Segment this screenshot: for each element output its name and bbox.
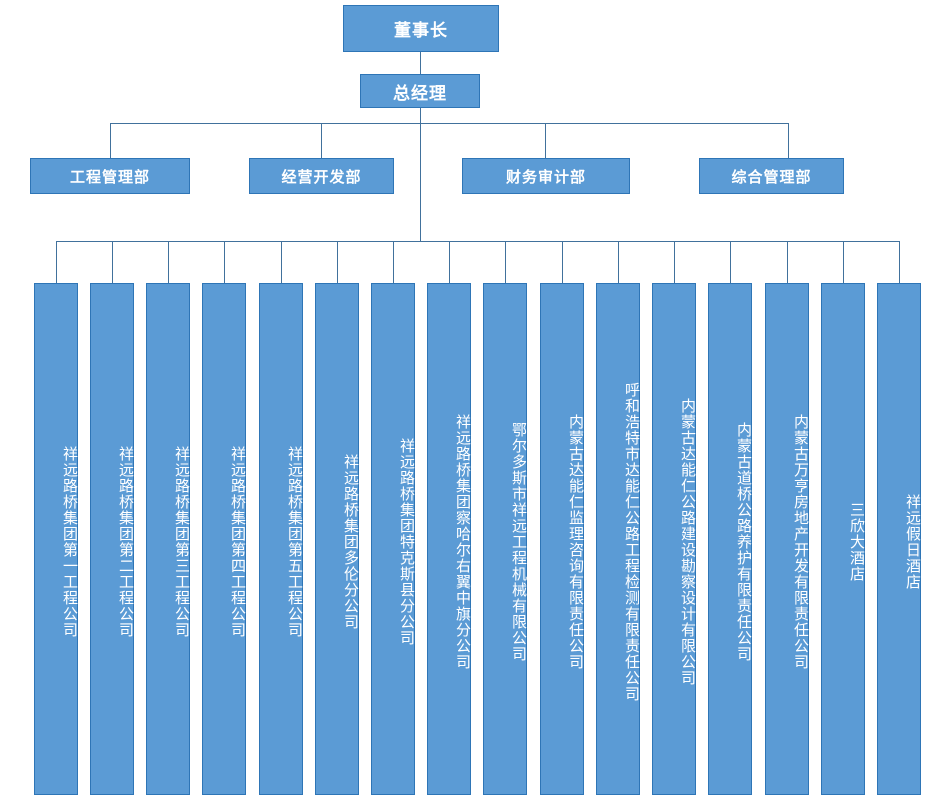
node-department-label: 财务审计部: [505, 167, 586, 186]
connector-drop-sub-3: [168, 241, 169, 283]
node-general-manager-label: 总经理: [393, 83, 447, 104]
node-subsidiary-4[interactable]: 祥远路桥集团第四工程公司: [202, 283, 247, 795]
node-subsidiary-14[interactable]: 内蒙古万亨房地产开发有限责任公司: [765, 283, 810, 795]
connector-drop-sub-4: [224, 241, 225, 283]
connector-department-bus: [110, 123, 788, 124]
connector-drop-sub-8: [449, 241, 450, 283]
node-subsidiary-label: 祥远路桥集团第五工程公司: [286, 446, 304, 638]
node-department-finance-audit[interactable]: 财务审计部: [462, 158, 630, 194]
connector-drop-sub-11: [618, 241, 619, 283]
connector-drop-sub-12: [674, 241, 675, 283]
node-subsidiary-label: 祥远假日酒店: [904, 494, 922, 590]
node-chairman[interactable]: 董事长: [343, 5, 499, 52]
connector-drop-sub-5: [281, 241, 282, 283]
connector-drop-sub-7: [393, 241, 394, 283]
node-department-business-development[interactable]: 经营开发部: [249, 158, 394, 194]
node-subsidiary-15[interactable]: 三欣大酒店: [821, 283, 866, 795]
connector-drop-sub-6: [337, 241, 338, 283]
connector-drop-sub-16: [899, 241, 900, 283]
node-chairman-label: 董事长: [394, 21, 448, 41]
connector-drop-sub-13: [730, 241, 731, 283]
connector-drop-dept-4: [788, 123, 789, 158]
node-department-label: 综合管理部: [731, 167, 812, 186]
node-subsidiary-label: 内蒙古达能仁公路建设勘察设计有限公司: [679, 398, 697, 686]
node-department-engineering-management[interactable]: 工程管理部: [30, 158, 190, 194]
node-subsidiary-label: 祥远路桥集团察哈尔右翼中旗分公司: [454, 414, 472, 670]
connector-drop-dept-1: [110, 123, 111, 158]
connector-drop-sub-10: [562, 241, 563, 283]
node-department-general-management[interactable]: 综合管理部: [699, 158, 844, 194]
node-subsidiary-label: 祥远路桥集团第四工程公司: [229, 446, 247, 638]
node-subsidiary-label: 内蒙古达能仁监理咨询有限责任公司: [567, 414, 585, 670]
node-subsidiary-label: 祥远路桥集团第三工程公司: [173, 446, 191, 638]
node-subsidiary-8[interactable]: 祥远路桥集团察哈尔右翼中旗分公司: [427, 283, 472, 795]
connector-drop-sub-14: [787, 241, 788, 283]
node-subsidiary-16[interactable]: 祥远假日酒店: [877, 283, 922, 795]
connector-drop-dept-2: [321, 123, 322, 158]
node-subsidiary-label: 祥远路桥集团特克斯县分公司: [398, 438, 416, 646]
node-subsidiary-label: 鄂尔多斯市祥远工程机械有限公司: [510, 422, 528, 662]
node-subsidiary-label: 祥远路桥集团第二工程公司: [117, 446, 135, 638]
node-subsidiary-1[interactable]: 祥远路桥集团第一工程公司: [34, 283, 79, 795]
node-subsidiary-label: 内蒙古万亨房地产开发有限责任公司: [792, 414, 810, 670]
node-subsidiary-13[interactable]: 内蒙古道桥公路养护有限责任公司: [708, 283, 753, 795]
connector-drop-sub-2: [112, 241, 113, 283]
connector-drop-sub-9: [505, 241, 506, 283]
node-subsidiary-label: 祥远路桥集团第一工程公司: [61, 446, 79, 638]
node-department-label: 经营开发部: [281, 167, 362, 186]
node-subsidiary-9[interactable]: 鄂尔多斯市祥远工程机械有限公司: [483, 283, 528, 795]
node-subsidiary-11[interactable]: 呼和浩特市达能仁公路工程检测有限责任公司: [596, 283, 641, 795]
node-general-manager[interactable]: 总经理: [360, 74, 480, 108]
node-department-label: 工程管理部: [69, 167, 150, 186]
connector-gm-to-subsidiary-bus: [420, 123, 421, 241]
node-subsidiary-2[interactable]: 祥远路桥集团第二工程公司: [90, 283, 135, 795]
node-subsidiary-12[interactable]: 内蒙古达能仁公路建设勘察设计有限公司: [652, 283, 697, 795]
connector-drop-sub-1: [56, 241, 57, 283]
connector-chairman-to-gm: [420, 52, 421, 74]
node-subsidiary-label: 呼和浩特市达能仁公路工程检测有限责任公司: [623, 382, 641, 702]
node-subsidiary-5[interactable]: 祥远路桥集团第五工程公司: [259, 283, 304, 795]
node-subsidiary-7[interactable]: 祥远路桥集团特克斯县分公司: [371, 283, 416, 795]
node-subsidiary-label: 祥远路桥集团多伦分公司: [342, 454, 360, 630]
node-subsidiary-3[interactable]: 祥远路桥集团第三工程公司: [146, 283, 191, 795]
node-subsidiary-label: 三欣大酒店: [848, 502, 866, 582]
connector-drop-dept-3: [545, 123, 546, 158]
connector-gm-down: [420, 108, 421, 123]
connector-subsidiary-bus: [56, 241, 900, 242]
node-subsidiary-10[interactable]: 内蒙古达能仁监理咨询有限责任公司: [540, 283, 585, 795]
node-subsidiary-6[interactable]: 祥远路桥集团多伦分公司: [315, 283, 360, 795]
connector-drop-sub-15: [843, 241, 844, 283]
node-subsidiary-label: 内蒙古道桥公路养护有限责任公司: [735, 422, 753, 662]
